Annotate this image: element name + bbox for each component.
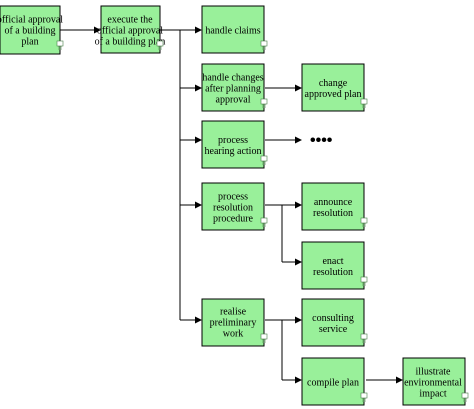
node-label-line: resolution xyxy=(213,203,253,214)
node-label-line: work xyxy=(223,329,244,340)
node-label-line: plan xyxy=(21,37,38,48)
svg-text:••••: •••• xyxy=(310,132,333,149)
node-label-line: enact xyxy=(322,256,343,267)
node-label-line: impact xyxy=(419,389,446,400)
subprocess-icon xyxy=(260,155,268,165)
subprocess-icon xyxy=(260,333,268,343)
subprocess-icon xyxy=(156,40,164,50)
node-label-line: handle changes xyxy=(202,73,263,84)
node-label-line: official approval xyxy=(0,15,63,26)
subprocess-icons xyxy=(56,40,469,402)
node-label-line: process xyxy=(218,135,248,146)
subprocess-icon xyxy=(260,217,268,227)
node-label-line: after planning xyxy=(205,84,261,95)
subprocess-icon xyxy=(260,98,268,108)
continuation-dots: •••• xyxy=(310,132,333,149)
node-label-line: resolution xyxy=(313,267,353,278)
node-label-line: official approval xyxy=(97,26,163,37)
node-handle-claims[interactable]: handle claims xyxy=(201,5,265,54)
node-label-line: execute the xyxy=(107,15,153,26)
node-label-line: environmental xyxy=(404,378,462,389)
node-label-line: approved plan xyxy=(305,89,362,100)
node-label-line: resolution xyxy=(313,208,353,219)
subprocess-icon xyxy=(260,40,268,50)
subprocess-icon xyxy=(360,392,368,402)
subprocess-icon xyxy=(56,40,64,50)
node-label-line: realise xyxy=(220,307,247,318)
node-label-line: approval xyxy=(216,95,251,106)
node-label-line: of a building xyxy=(4,26,55,37)
subprocess-icon xyxy=(360,217,368,227)
node-label-line: compile plan xyxy=(307,378,359,389)
node-label-line: procedure xyxy=(213,214,254,225)
node-label-line: announce xyxy=(314,197,353,208)
node-label-line: change xyxy=(319,78,348,89)
subprocess-icon xyxy=(360,98,368,108)
subprocess-icon xyxy=(360,333,368,343)
node-label-line: hearing action xyxy=(205,146,262,157)
subprocess-icon xyxy=(461,392,469,402)
node-label-line: process xyxy=(218,192,248,203)
node-label-line: service xyxy=(319,324,348,335)
connectors xyxy=(60,26,403,384)
node-label-line: of a building plan xyxy=(95,37,166,48)
node-label-line: preliminary xyxy=(210,318,257,329)
node-label-line: consulting xyxy=(312,313,354,324)
node-compile-plan[interactable]: compile plan xyxy=(301,357,365,406)
node-label-line: handle claims xyxy=(205,26,260,37)
node-label-line: illustrate xyxy=(416,367,452,378)
subprocess-icon xyxy=(360,276,368,286)
